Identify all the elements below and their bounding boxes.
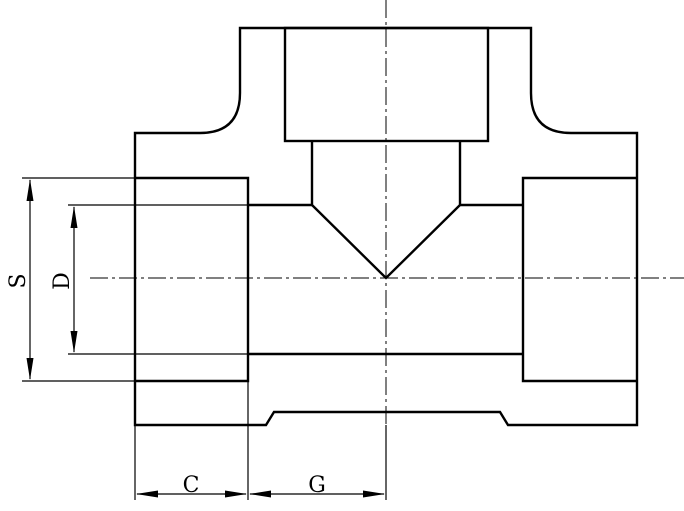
right-socket-bore <box>521 176 637 383</box>
d-arrow-top <box>70 206 78 228</box>
left-socket-bore <box>135 176 250 383</box>
d-label: D <box>50 272 75 290</box>
c-label: C <box>183 473 200 498</box>
top-socket-bore <box>283 26 490 143</box>
c-arrow-right <box>225 490 247 498</box>
c-arrow-left <box>136 490 158 498</box>
g-arrow-left <box>249 490 271 498</box>
dimension-d: D <box>50 204 248 355</box>
s-label: S <box>6 273 31 288</box>
g-arrow-right <box>363 490 385 498</box>
s-arrow-bottom <box>26 358 34 380</box>
tee-body-outline <box>133 26 639 427</box>
dimension-s: S <box>6 177 135 382</box>
dimension-c-g: C G <box>134 381 387 500</box>
d-arrow-bottom <box>70 331 78 353</box>
s-arrow-top <box>26 179 34 201</box>
g-label: G <box>308 473 326 498</box>
branch-bore <box>310 141 462 280</box>
